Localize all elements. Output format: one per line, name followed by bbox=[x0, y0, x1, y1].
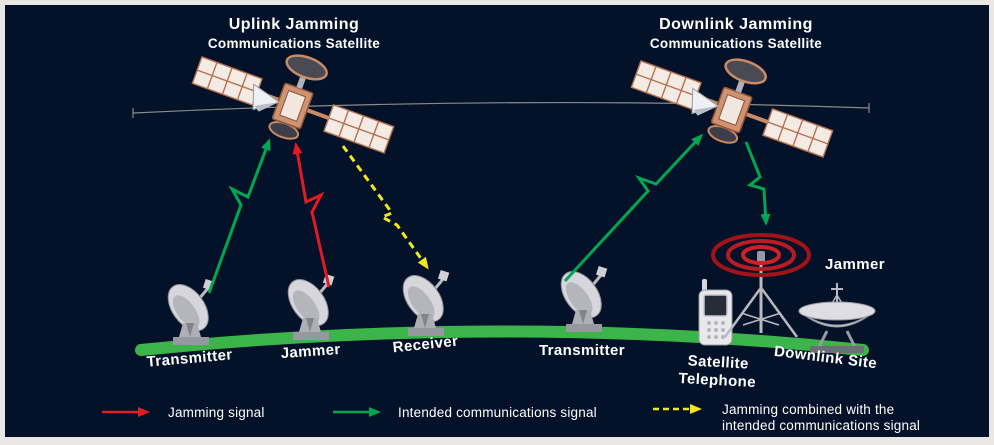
uplink-title: Uplink Jamming bbox=[229, 16, 360, 33]
uplink-comm-signal-arrow bbox=[207, 138, 271, 294]
earth-surface bbox=[135, 325, 869, 356]
jamming-diagram: Uplink Jamming Communications Satellite … bbox=[102, 16, 920, 433]
uplink-subtitle: Communications Satellite bbox=[208, 36, 380, 51]
diagram-stage: Uplink Jamming Communications Satellite … bbox=[5, 5, 989, 437]
legend-jamming-label: Jamming signal bbox=[168, 405, 265, 420]
downlink-subtitle: Communications Satellite bbox=[650, 36, 822, 51]
jammer-radiation-arcs bbox=[711, 233, 811, 277]
legend-combined-label-line2: intended communications signal bbox=[722, 418, 920, 433]
transmitter-right-label: Transmitter bbox=[539, 342, 625, 359]
combined-signal-arrow bbox=[341, 145, 429, 270]
receiver-label: Receiver bbox=[392, 333, 459, 357]
legend: Jamming signal Intended communications s… bbox=[102, 402, 920, 433]
uplink-jamming-signal-arrow bbox=[292, 142, 331, 288]
legend-combined-label-line1: Jamming combined with the bbox=[722, 402, 894, 417]
satellite-telephone-label-line1: Satellite bbox=[687, 352, 749, 372]
orbit-line bbox=[132, 101, 870, 118]
jammer-left-label: Jammer bbox=[280, 341, 341, 362]
downlink-uplink-signal-arrow bbox=[563, 133, 704, 283]
satellite-telephone-label-line2: Telephone bbox=[678, 370, 756, 391]
transmitter-dish-left bbox=[158, 275, 218, 347]
receiver-dish bbox=[393, 266, 453, 338]
downlink-title: Downlink Jamming bbox=[659, 16, 813, 33]
downlink-signal-arrow bbox=[744, 141, 771, 226]
transmitter-dish-right bbox=[551, 262, 611, 334]
legend-intended-label: Intended communications signal bbox=[398, 405, 597, 420]
jammer-right-label: Jammer bbox=[825, 256, 885, 273]
